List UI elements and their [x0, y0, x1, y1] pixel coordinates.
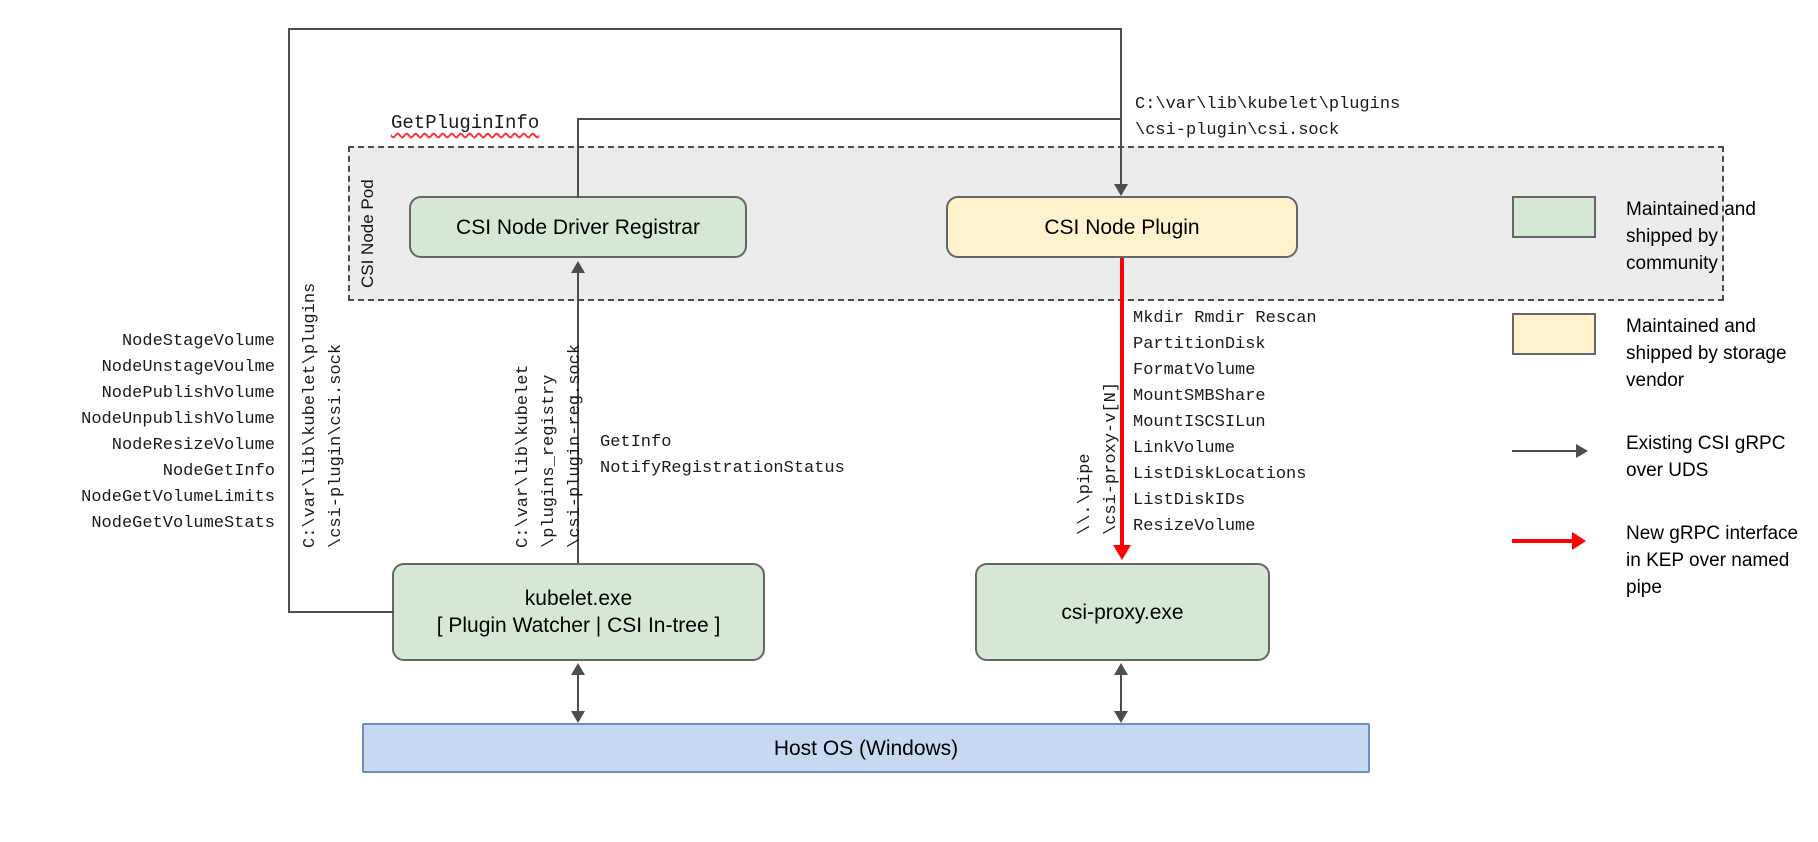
- label-named-pipe-path: \\.\pipe \csi-proxy-v[N]: [1076, 381, 1121, 535]
- legend-label-new-grpc: New gRPC interface in KEP over named pip…: [1626, 523, 1799, 598]
- edge-kubelet-to-hostos-arrowhead-down: [571, 711, 585, 723]
- legend-arrow-gray-shaft: [1512, 450, 1578, 452]
- label-csi-sock-path-top: C:\var\lib\kubelet\plugins \csi-plugin\c…: [1135, 95, 1401, 140]
- legend-arrow-red-shaft: [1512, 539, 1574, 543]
- label-kubelet-csi-sock-path: C:\var\lib\kubelet\plugins \csi-plugin\c…: [301, 282, 346, 548]
- csi-proxy-exe-box[interactable]: csi-proxy.exe: [975, 563, 1270, 661]
- legend-label-community: Maintained and shipped by community: [1626, 199, 1756, 274]
- legend-swatch-vendor: [1512, 313, 1596, 355]
- edge-plugin-to-csiproxy-arrowhead: [1113, 545, 1131, 560]
- edge-kubelet-to-plugin-seg-h-top: [288, 28, 1122, 30]
- edge-kubelet-to-registrar-line: [577, 272, 579, 563]
- label-registration-calls: GetInfo NotifyRegistrationStatus: [600, 433, 845, 478]
- edge-kubelet-to-plugin-arrowhead: [1114, 184, 1128, 196]
- edge-kubelet-to-registrar-arrowhead: [571, 261, 585, 273]
- edge-getplugininfo-seg-h: [577, 118, 1122, 120]
- legend-arrow-red: [1512, 520, 1596, 562]
- edge-csiproxy-to-hostos-line: [1120, 674, 1122, 712]
- legend-row-new-grpc: New gRPC interface in KEP over named pip…: [1512, 520, 1812, 601]
- legend-arrow-gray: [1512, 430, 1596, 472]
- csi-node-plugin-box[interactable]: CSI Node Plugin: [946, 196, 1298, 258]
- label-plugins-registry-sock-path: C:\var\lib\kubelet \plugins_registry \cs…: [514, 343, 585, 548]
- edge-kubelet-to-hostos-arrowhead-up: [571, 663, 585, 675]
- legend: Maintained and shipped by community Main…: [1512, 196, 1812, 637]
- legend-arrow-red-head: [1572, 532, 1586, 550]
- kubelet-exe-box[interactable]: kubelet.exe [ Plugin Watcher | CSI In-tr…: [392, 563, 765, 661]
- legend-arrow-gray-head: [1576, 444, 1588, 458]
- edge-csiproxy-to-hostos-arrowhead-down: [1114, 711, 1128, 723]
- edge-kubelet-to-plugin-seg-v-right: [1120, 28, 1122, 188]
- host-os-box[interactable]: Host OS (Windows): [362, 723, 1370, 773]
- edge-plugin-to-csiproxy-line: [1120, 258, 1124, 546]
- label-csi-proxy-operations-list: Mkdir Rmdir Rescan PartitionDisk FormatV…: [1133, 309, 1317, 536]
- label-get-plugin-info: GetPluginInfo: [391, 112, 540, 134]
- csi-node-pod-label-text: CSI Node Pod: [358, 179, 377, 288]
- legend-row-community: Maintained and shipped by community: [1512, 196, 1812, 277]
- legend-swatch-community: [1512, 196, 1596, 238]
- legend-label-existing-grpc: Existing CSI gRPC over UDS: [1626, 433, 1786, 481]
- csi-node-pod-label: CSI Node Pod: [358, 48, 380, 288]
- label-node-operations-list: NodeStageVolume NodeUnstageVoulme NodePu…: [81, 332, 275, 533]
- edge-getplugininfo-seg-v: [577, 118, 579, 198]
- edge-kubelet-to-plugin-seg-h-bottom: [288, 611, 394, 613]
- legend-row-existing-grpc: Existing CSI gRPC over UDS: [1512, 430, 1812, 484]
- edge-kubelet-to-plugin-seg-v-left: [288, 28, 290, 613]
- legend-label-vendor: Maintained and shipped by storage vendor: [1626, 316, 1787, 391]
- csi-node-driver-registrar-box[interactable]: CSI Node Driver Registrar: [409, 196, 747, 258]
- edge-csiproxy-to-hostos-arrowhead-up: [1114, 663, 1128, 675]
- edge-kubelet-to-hostos-line: [577, 674, 579, 712]
- legend-row-vendor: Maintained and shipped by storage vendor: [1512, 313, 1812, 394]
